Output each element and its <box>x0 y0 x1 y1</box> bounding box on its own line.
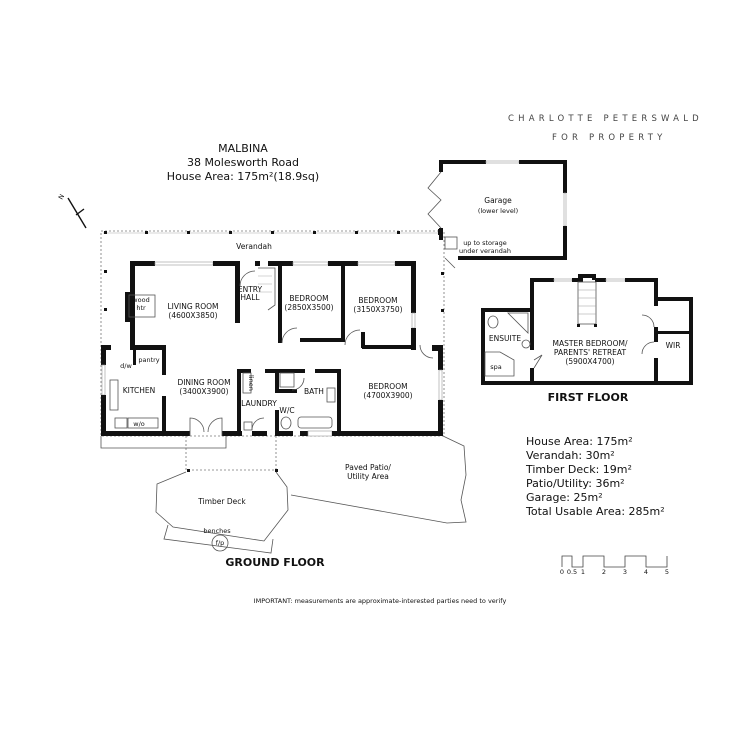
bath-label: BATH <box>304 387 324 396</box>
scale-tick: 1 <box>581 568 585 576</box>
bedroom-1-dims: (2850X3500) <box>284 303 333 312</box>
pantry-label: pantry <box>138 356 159 364</box>
compass-label: N <box>57 193 66 201</box>
patio-outline <box>290 435 467 524</box>
scale-bar: 0 0.5 1 2 3 4 5 <box>560 555 669 576</box>
brand-name: CHARLOTTE PETERSWALD <box>508 114 703 124</box>
kitchen-sink <box>109 379 119 411</box>
spa-label: spa <box>490 363 502 371</box>
shower <box>279 372 295 388</box>
patio-label-1: Paved Patio/ <box>345 463 391 472</box>
property-name: MALBINA <box>218 142 268 155</box>
cooktop <box>114 417 128 429</box>
ground-floor-plan: Verandah <box>100 160 567 569</box>
verandah-label: Verandah <box>236 242 272 251</box>
vanity <box>326 387 336 403</box>
exterior-walls <box>101 261 443 437</box>
laundry-label: LAUNDRY <box>241 399 277 408</box>
brand-tagline: FOR PROPERTY <box>552 133 666 143</box>
timber-deck-label: Timber Deck <box>197 497 246 506</box>
bedroom-1-label: BEDROOM <box>289 294 328 303</box>
scale-tick: 0 <box>560 568 564 576</box>
storage-note-2: under verandah <box>459 247 511 255</box>
scale-tick: 4 <box>644 568 648 576</box>
garage-folding-door <box>427 171 442 229</box>
wall-oven <box>127 417 159 429</box>
ensuite-shower <box>507 312 529 334</box>
garage-label: Garage <box>484 196 512 205</box>
scale-tick: 3 <box>623 568 627 576</box>
parents-retreat-label: PARENTS' RETREAT <box>554 348 627 357</box>
timber-deck-outline <box>155 471 289 542</box>
garage <box>427 160 567 269</box>
master-bedroom-label: MASTER BEDROOM/ <box>553 339 628 348</box>
bedroom-3-dims: (4700X3900) <box>363 391 412 400</box>
scale-tick: 5 <box>665 568 669 576</box>
dining-room-dims: (3400X3900) <box>179 387 228 396</box>
wall-oven-label: w/o <box>133 420 145 428</box>
benches-label: benches <box>203 527 231 535</box>
ensuite-label: ENSUITE <box>489 334 521 343</box>
first-floor-title: FIRST FLOOR <box>548 391 629 404</box>
scale-tick: 2 <box>602 568 606 576</box>
benches <box>163 524 274 554</box>
scale-tick: 0.5 <box>567 568 577 576</box>
bedroom-2-dims: (3150X3750) <box>353 305 402 314</box>
entry-hall-label-2: HALL <box>240 293 260 302</box>
outdoor-areas <box>100 435 467 554</box>
living-room-dims: (4600X3850) <box>168 311 217 320</box>
firepit-label: f/p <box>216 539 225 547</box>
first-floor-plan: ENSUITE spa MASTER BEDROOM/ PARENTS' RET… <box>481 274 693 404</box>
firepit <box>211 534 229 552</box>
area-patio: Patio/Utility: 36m² <box>526 477 625 490</box>
dining-french-doors <box>189 417 223 436</box>
garage-sublabel: (lower level) <box>478 207 518 215</box>
wc-label: W/C <box>279 406 294 415</box>
verandah-outline <box>100 230 445 437</box>
area-verandah: Verandah: 30m² <box>526 449 615 462</box>
wood-heater-label-2: htr <box>136 304 146 312</box>
wir-label: WIR <box>666 341 681 350</box>
wood-heater-label-1: wood <box>132 296 149 304</box>
first-floor-stairs <box>577 281 597 325</box>
master-bedroom-dims: (5900X4700) <box>565 357 614 366</box>
storage-note-1: up to storage <box>463 239 507 247</box>
toilet <box>280 416 292 430</box>
kitchen-label: KITCHEN <box>123 386 156 395</box>
laundry-tub <box>243 421 253 431</box>
disclaimer: IMPORTANT: measurements are approximate-… <box>254 597 507 605</box>
patio-label-2: Utility Area <box>347 472 389 481</box>
wood-heater <box>128 294 156 318</box>
north-arrow-icon: N <box>57 193 87 229</box>
ensuite-toilet <box>487 315 499 329</box>
area-timber-deck: Timber Deck: 19m² <box>525 463 632 476</box>
bedroom-2-label: BEDROOM <box>358 296 397 305</box>
area-garage: Garage: 25m² <box>526 491 603 504</box>
stairs <box>258 267 276 311</box>
ground-floor-title: GROUND FLOOR <box>225 556 325 569</box>
dining-room-label: DINING ROOM <box>177 378 230 387</box>
linen-label: linen <box>247 375 255 391</box>
entry-hall-label-1: ENTRY <box>238 285 263 294</box>
fixtures <box>109 267 434 436</box>
ensuite-basin <box>521 339 531 349</box>
living-room-label: LIVING ROOM <box>167 302 218 311</box>
bathtub <box>297 416 333 429</box>
linen-cupboard <box>242 372 252 394</box>
area-house: House Area: 175m² <box>526 435 633 448</box>
area-summary: House Area: 175m² Verandah: 30m² Timber … <box>525 435 665 518</box>
entry-door <box>239 270 256 287</box>
area-total: Total Usable Area: 285m² <box>525 505 665 518</box>
property-address: 38 Molesworth Road <box>187 156 299 169</box>
house-area-heading: House Area: 175m²(18.9sq) <box>167 170 319 183</box>
spa-bath <box>484 351 515 377</box>
bedroom-3-label: BEDROOM <box>368 382 407 391</box>
dishwasher-label: d/w <box>120 362 132 370</box>
